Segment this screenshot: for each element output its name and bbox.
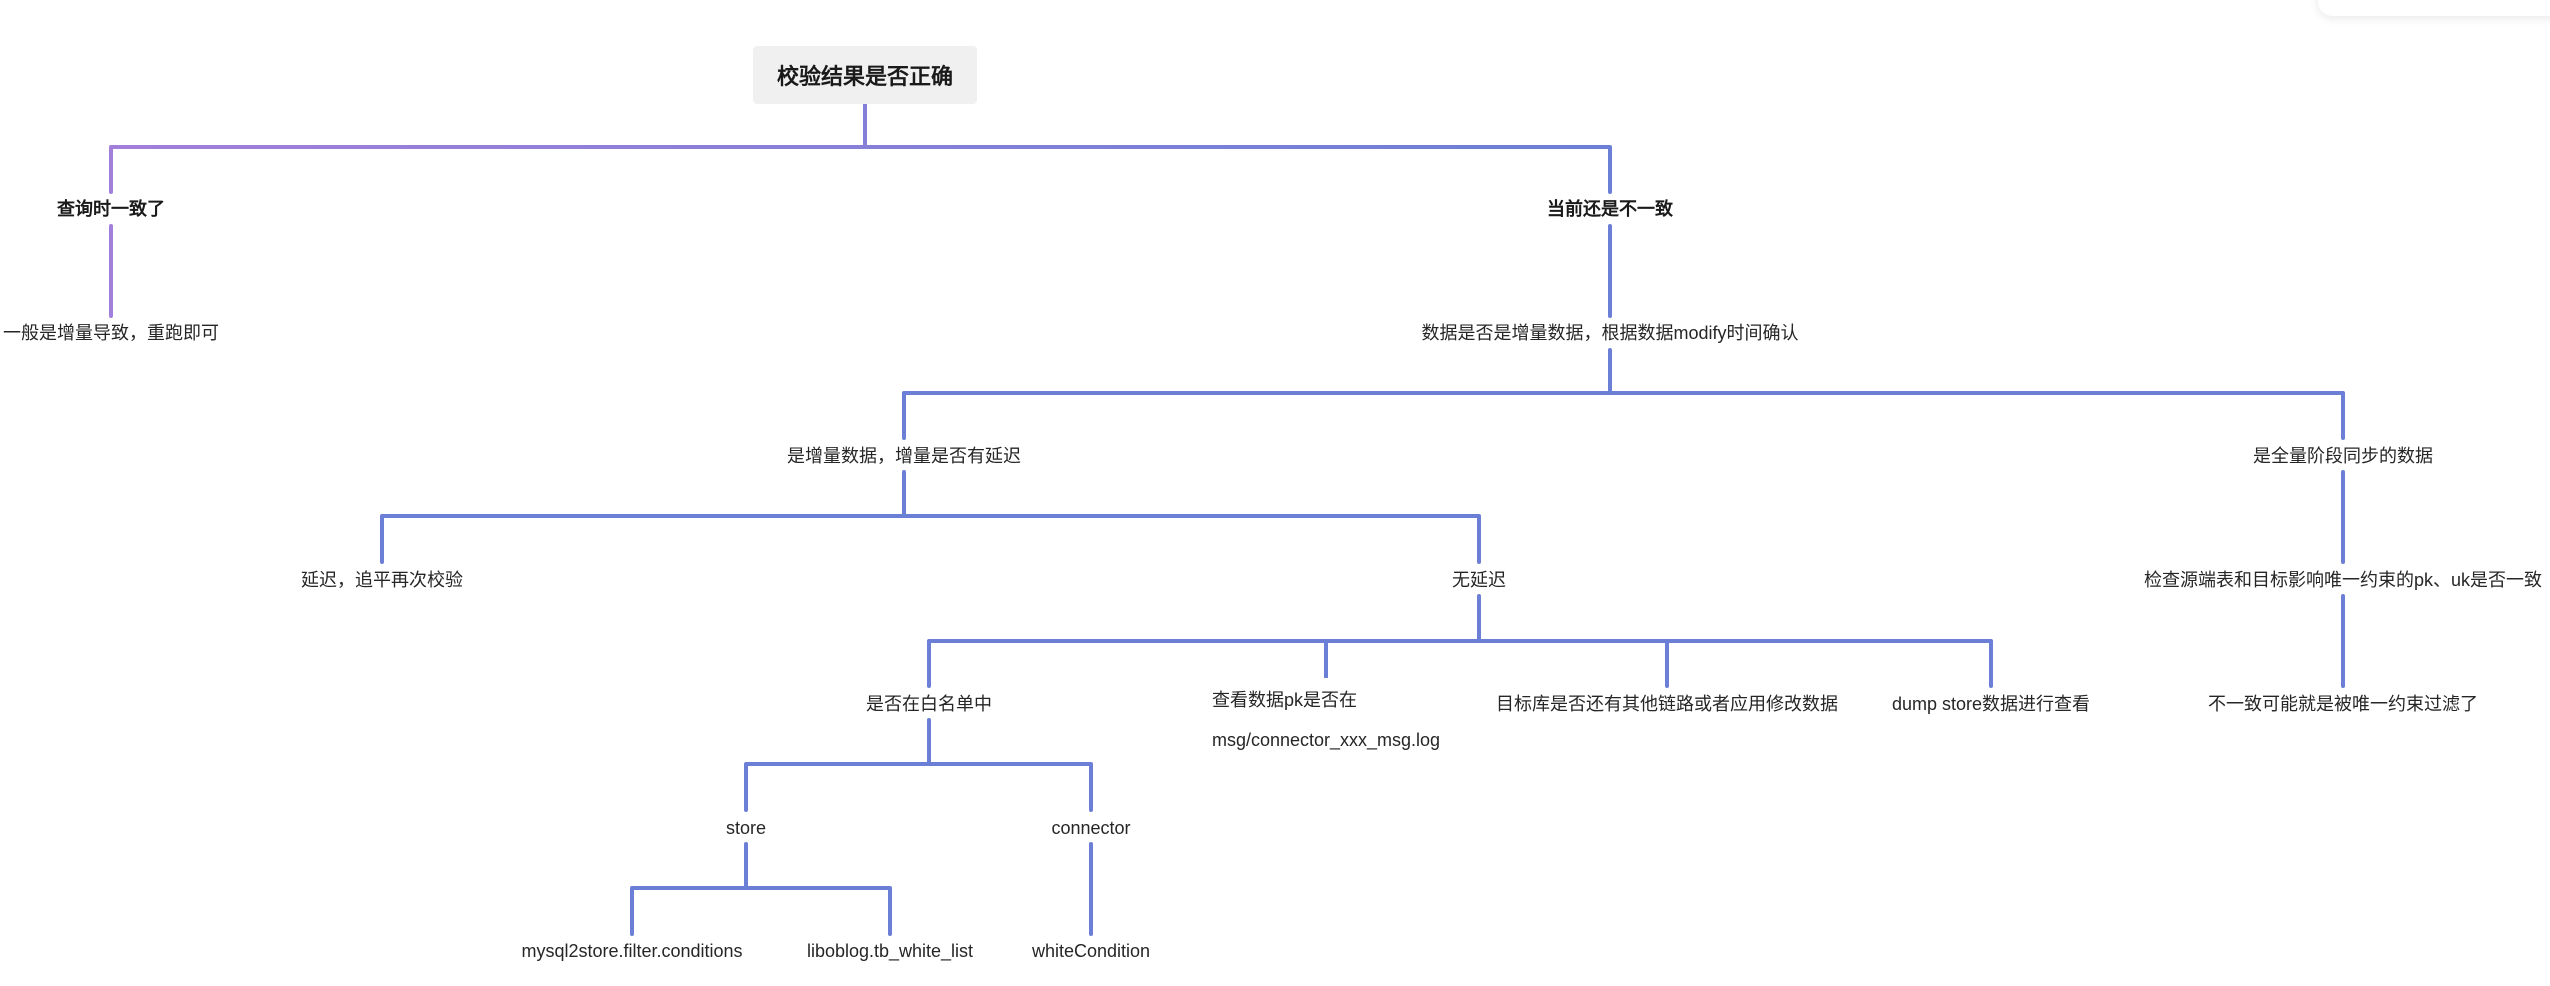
node-connector[interactable]: connector: [1047, 814, 1135, 842]
node-no-delay[interactable]: 无延迟: [1448, 566, 1510, 594]
edge-no-delay: [927, 594, 1993, 688]
corner-panel: [2318, 0, 2550, 16]
node-rerun[interactable]: 一般是增量导致，重跑即可: [0, 319, 223, 347]
edge-store: [630, 842, 892, 936]
node-consistent-now[interactable]: 查询时一致了: [53, 195, 169, 223]
node-other-links[interactable]: 目标库是否还有其他链路或者应用修改数据: [1492, 690, 1842, 718]
node-full-stage[interactable]: 是全量阶段同步的数据: [2249, 442, 2437, 470]
root-node[interactable]: 校验结果是否正确: [753, 46, 977, 104]
node-whitelist[interactable]: 是否在白名单中: [862, 690, 996, 718]
node-check-pk-msg[interactable]: 查看数据pk是否在 msg/connector_xxx_msg.log: [1207, 678, 1445, 762]
node-delayed[interactable]: 延迟，追平再次校验: [297, 566, 467, 594]
node-filtered-by-unique[interactable]: 不一致可能就是被唯一约束过滤了: [2204, 690, 2482, 718]
node-incremental-delay[interactable]: 是增量数据，增量是否有延迟: [783, 442, 1025, 470]
node-check-pk-line2: msg/connector_xxx_msg.log: [1211, 730, 1441, 750]
edge-check-incremental: [902, 348, 2345, 440]
edge-root: [109, 102, 1612, 194]
node-store[interactable]: store: [721, 814, 771, 842]
node-check-pk-line1: 查看数据pk是否在: [1211, 690, 1357, 710]
node-check-pk-uk[interactable]: 检查源端表和目标影响唯一约束的pk、uk是否一致: [2139, 566, 2547, 594]
node-liboblog[interactable]: liboblog.tb_white_list: [802, 937, 978, 965]
node-dump-store[interactable]: dump store数据进行查看: [1887, 690, 2095, 718]
edge-incremental-delay: [380, 470, 1481, 564]
node-still-inconsistent[interactable]: 当前还是不一致: [1543, 195, 1677, 223]
edge-whitelist: [744, 718, 1093, 812]
node-check-incremental[interactable]: 数据是否是增量数据，根据数据modify时间确认: [1417, 319, 1803, 347]
node-store-conf[interactable]: mysql2store.filter.conditions: [517, 937, 747, 965]
node-white-condition[interactable]: whiteCondition: [1027, 937, 1155, 965]
